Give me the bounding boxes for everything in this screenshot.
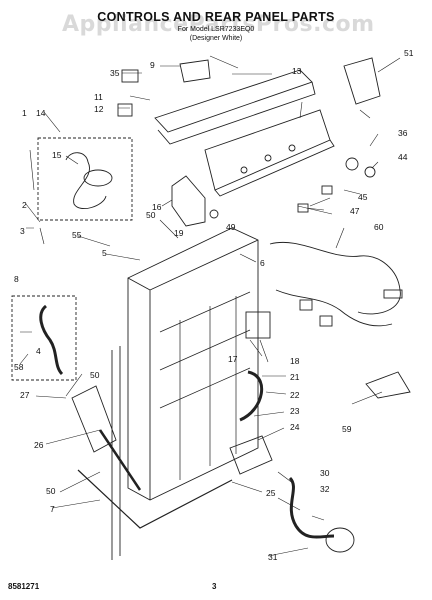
knob-hole	[264, 154, 272, 162]
callout-31: 31	[268, 552, 278, 562]
leg-26	[98, 429, 142, 491]
callout-24: 24	[290, 422, 300, 432]
hose-22	[239, 370, 264, 422]
callout-13: 13	[292, 66, 302, 76]
console-panel-edge	[157, 81, 316, 145]
callout-50-2: 50	[90, 370, 100, 380]
color-line: (Designer White)	[189, 35, 243, 42]
callout-36: 36	[398, 128, 408, 138]
callout-4: 4	[36, 346, 41, 356]
callout-6: 6	[260, 258, 265, 268]
knob-44	[364, 166, 376, 178]
hose-30-32	[288, 476, 335, 539]
callout-21: 21	[290, 372, 300, 382]
callout-23: 23	[290, 406, 300, 416]
callout-44: 44	[398, 152, 408, 162]
diagram-title: CONTROLS AND REAR PANEL PARTS	[97, 10, 335, 24]
drain-pump-24	[229, 435, 273, 475]
callout-17: 17	[228, 354, 238, 364]
wire-harness	[269, 242, 401, 315]
callout-30: 30	[320, 468, 330, 478]
callout-12: 12	[94, 104, 104, 114]
callout-7: 7	[50, 504, 55, 514]
callout-16: 16	[152, 202, 162, 212]
footer-code: 8581271	[8, 582, 40, 591]
switch-12	[117, 103, 133, 117]
callout-19: 19	[174, 228, 184, 238]
callout-59: 59	[342, 424, 352, 434]
callout-50-3: 50	[46, 486, 56, 496]
pump-outlet	[325, 527, 355, 553]
drain-hose	[39, 304, 64, 376]
callout-49: 49	[226, 222, 236, 232]
control-panel-front	[204, 109, 331, 191]
rear-panel	[127, 227, 259, 501]
model-line: For Model LSR7233EQ0	[177, 26, 255, 33]
page-number: 3	[212, 582, 217, 591]
callout-45: 45	[358, 192, 368, 202]
bracket-16	[171, 175, 206, 227]
bracket-51	[343, 57, 381, 105]
callout-32: 32	[320, 484, 330, 494]
callout-9: 9	[150, 60, 155, 70]
power-cord	[65, 152, 107, 209]
callout-27: 27	[20, 390, 30, 400]
callout-5: 5	[102, 248, 107, 258]
bottom-frame	[77, 469, 233, 529]
screw-49	[209, 209, 219, 219]
callout-1: 1	[22, 108, 27, 118]
callout-2: 2	[22, 200, 27, 210]
watermark: AppliancePartsPros.com	[62, 12, 375, 37]
callout-47: 47	[350, 206, 360, 216]
callout-3: 3	[20, 226, 25, 236]
callout-60: 60	[374, 222, 384, 232]
knob-45	[345, 157, 359, 171]
callout-18: 18	[290, 356, 300, 366]
callout-58: 58	[14, 362, 24, 372]
callout-14: 14	[36, 108, 46, 118]
callout-11: 11	[94, 92, 103, 102]
callout-15: 15	[52, 150, 62, 160]
callout-55: 55	[72, 230, 82, 240]
callout-8: 8	[14, 274, 19, 284]
callout-26: 26	[34, 440, 44, 450]
callout-50: 50	[146, 210, 156, 220]
part-35	[121, 69, 139, 83]
timer-9	[179, 59, 211, 83]
bracket-27	[71, 385, 117, 453]
callout-51: 51	[404, 48, 414, 58]
callout-22: 22	[290, 390, 300, 400]
callout-35: 35	[110, 68, 120, 78]
pressure-switch-18	[245, 311, 271, 339]
callout-25: 25	[266, 488, 276, 498]
tray-59	[365, 371, 411, 399]
power-cord-box	[37, 137, 133, 221]
console-top-panel	[154, 69, 313, 133]
drain-hose-box	[11, 295, 77, 381]
